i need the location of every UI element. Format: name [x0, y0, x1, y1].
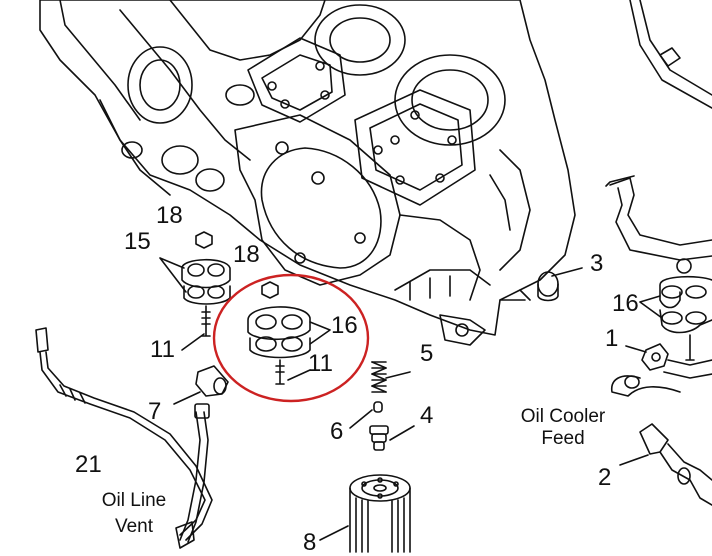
highlight-circle — [212, 273, 370, 403]
callout-3: 3 — [590, 250, 604, 277]
part-15-clamp-left — [159, 231, 231, 351]
part-1-fitting — [611, 343, 712, 397]
callout-8: 8 — [303, 529, 317, 556]
callout-6: 6 — [330, 418, 344, 445]
caption-oil-cooler-line2: Feed — [541, 428, 585, 449]
callout-1: 1 — [605, 325, 619, 352]
crankcase — [39, 0, 576, 346]
part-4-nipple — [369, 425, 415, 451]
part-7-fitting — [173, 365, 229, 405]
caption-oil-line-vent: Oil Line Vent — [84, 490, 184, 538]
callout-5: 5 — [420, 340, 434, 367]
callout-21: 21 — [75, 451, 102, 478]
callout-16-right: 16 — [612, 290, 639, 317]
oil-cooler-bracket — [605, 0, 712, 261]
part-16-clamp-circled — [247, 281, 331, 385]
part-16-clamp-right — [639, 258, 712, 361]
part-3-plug — [537, 267, 583, 302]
caption-oil-cooler-feed: Oil Cooler Feed — [498, 406, 628, 450]
callout-16-circled: 16 — [331, 312, 358, 339]
callout-11-left: 11 — [150, 336, 175, 363]
caption-oil-cooler-line1: Oil Cooler — [520, 406, 606, 427]
part-5-spring — [371, 361, 411, 393]
caption-oil-vent-line2: Vent — [114, 516, 154, 537]
part-8-oil-filter — [319, 474, 411, 553]
callout-18-left: 18 — [156, 202, 183, 229]
callout-4: 4 — [420, 402, 434, 429]
callout-2: 2 — [598, 464, 612, 491]
callout-11-circled: 11 — [308, 350, 333, 377]
part-6-ball — [349, 401, 383, 429]
callout-18-circled: 18 — [233, 241, 260, 268]
part-2-elbow — [619, 423, 712, 506]
part-21-oil-line-vent — [35, 327, 213, 549]
callout-15: 15 — [124, 228, 151, 255]
callout-7: 7 — [148, 398, 162, 425]
caption-oil-vent-line1: Oil Line — [101, 490, 167, 511]
